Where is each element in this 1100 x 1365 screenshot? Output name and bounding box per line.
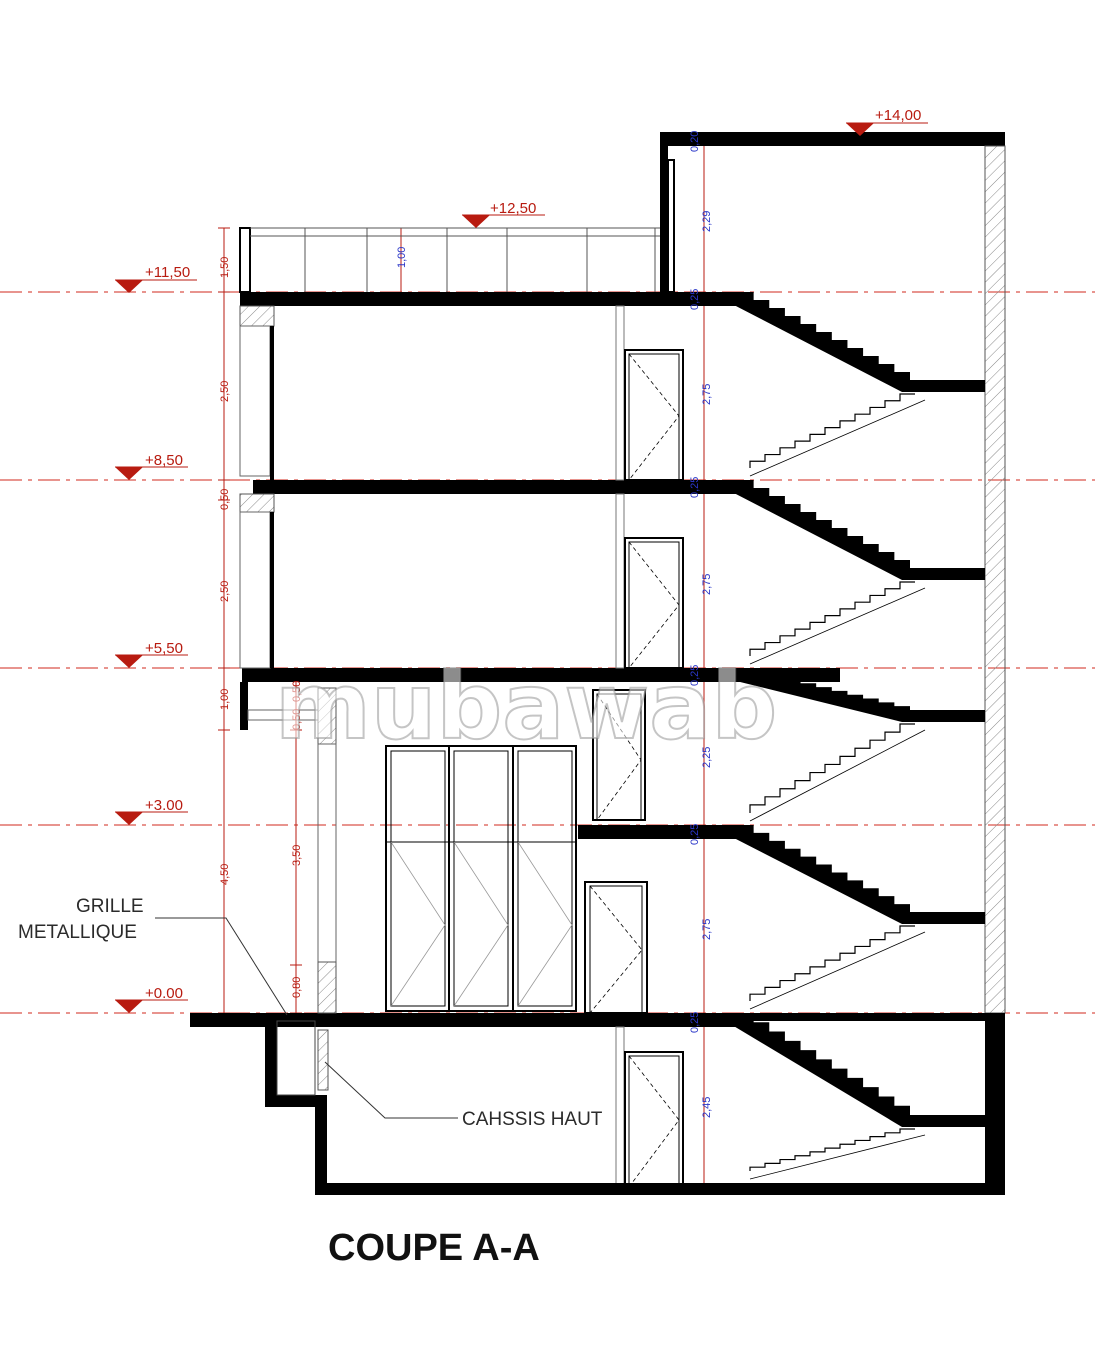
- floor-slabs: [190, 292, 840, 1027]
- stair-underside: [749, 931, 926, 1010]
- level-label-terrace: +12,50: [490, 200, 536, 217]
- drawing-title: COUPE A-A: [328, 1227, 540, 1269]
- dim-center-8: 2,25: [701, 747, 713, 768]
- level-label-second: +8,50: [145, 452, 183, 469]
- dim-left-2: 2,50: [219, 381, 231, 402]
- dim-left-6: 4,50: [219, 864, 231, 885]
- level-label-first: +5,50: [145, 640, 183, 657]
- roof-railing: [239, 227, 660, 293]
- basement: [265, 1013, 1005, 1195]
- dimension-labels-inner: 0,50 0,50 3,50 0,80: [291, 681, 303, 998]
- dimension-labels-left: 1,50 2,50 0,50 2,50 1,00 4,50: [219, 257, 231, 885]
- dim-center-6: 2,75: [701, 574, 713, 595]
- level-label-third: +11,50: [145, 264, 190, 281]
- level-label-roof: +14,00: [875, 107, 921, 124]
- dim-center-7: 0,25: [689, 665, 701, 686]
- dim-inner-3: 3,50: [291, 845, 303, 866]
- dim-center-5: 0,25: [689, 477, 701, 498]
- level-label-ground: +0.00: [145, 985, 183, 1002]
- stair-flight-up: [749, 925, 915, 1001]
- dim-parapet: 1,00: [396, 247, 408, 268]
- dim-inner-4: 0,80: [291, 977, 303, 998]
- dim-left-4: 2,50: [219, 581, 231, 602]
- dim-center-3: 0,25: [689, 289, 701, 310]
- dim-center-10: 2,75: [701, 919, 713, 940]
- dim-center-11: 0,25: [689, 1012, 701, 1033]
- dim-center-9: 0,25: [689, 824, 701, 845]
- stair-underside: [749, 1134, 926, 1180]
- dim-left-5: 1,00: [219, 689, 231, 710]
- stair-flight-up: [749, 1128, 915, 1171]
- dimension-labels-center: 0,20 2,29 0,25 2,75 0,25 2,75 0,25 2,25 …: [396, 131, 713, 1118]
- dim-left-3: 0,50: [219, 489, 231, 510]
- note-grille-line2: METALLIQUE: [18, 922, 137, 943]
- stair-flight-down: [732, 1013, 985, 1127]
- dim-center-4: 2,75: [701, 384, 713, 405]
- level-labels: +14,00 +12,50 +11,50 +8,50 +5,50 +3.00 +…: [145, 107, 921, 1002]
- watermark: mubawab: [275, 653, 777, 760]
- stair-flight-down: [732, 668, 985, 722]
- level-label-mezzanine: +3.00: [145, 797, 183, 814]
- interior-doors: [584, 305, 684, 1188]
- dim-left-1: 1,50: [219, 257, 231, 278]
- stair-flight-down: [732, 825, 985, 924]
- dim-center-1: 0,20: [689, 131, 701, 152]
- stair-flight-up: [749, 393, 915, 468]
- facade: [239, 305, 337, 1014]
- dim-inner-1: 0,50: [291, 681, 303, 702]
- annotations: GRILLE METALLIQUE CAHSSIS HAUT: [18, 896, 603, 1130]
- dim-inner-2: 0,50: [291, 709, 303, 730]
- stair-underside: [749, 729, 926, 822]
- ground-glazing: [385, 745, 577, 1012]
- upper-volume: [660, 132, 1006, 1014]
- dim-center-2: 2,29: [701, 211, 713, 232]
- note-grille-line1: GRILLE: [76, 896, 144, 917]
- stair-flight-down: [732, 292, 985, 392]
- stair-flight-up: [749, 723, 915, 813]
- note-chassis: CAHSSIS HAUT: [462, 1109, 603, 1130]
- staircase: [732, 292, 985, 1180]
- dim-center-12: 2,45: [701, 1097, 713, 1118]
- stair-flight-down: [732, 480, 985, 580]
- stair-underside: [749, 399, 926, 477]
- level-markers: [115, 122, 928, 1013]
- stair-flight-up: [749, 581, 915, 656]
- stair-underside: [749, 587, 926, 665]
